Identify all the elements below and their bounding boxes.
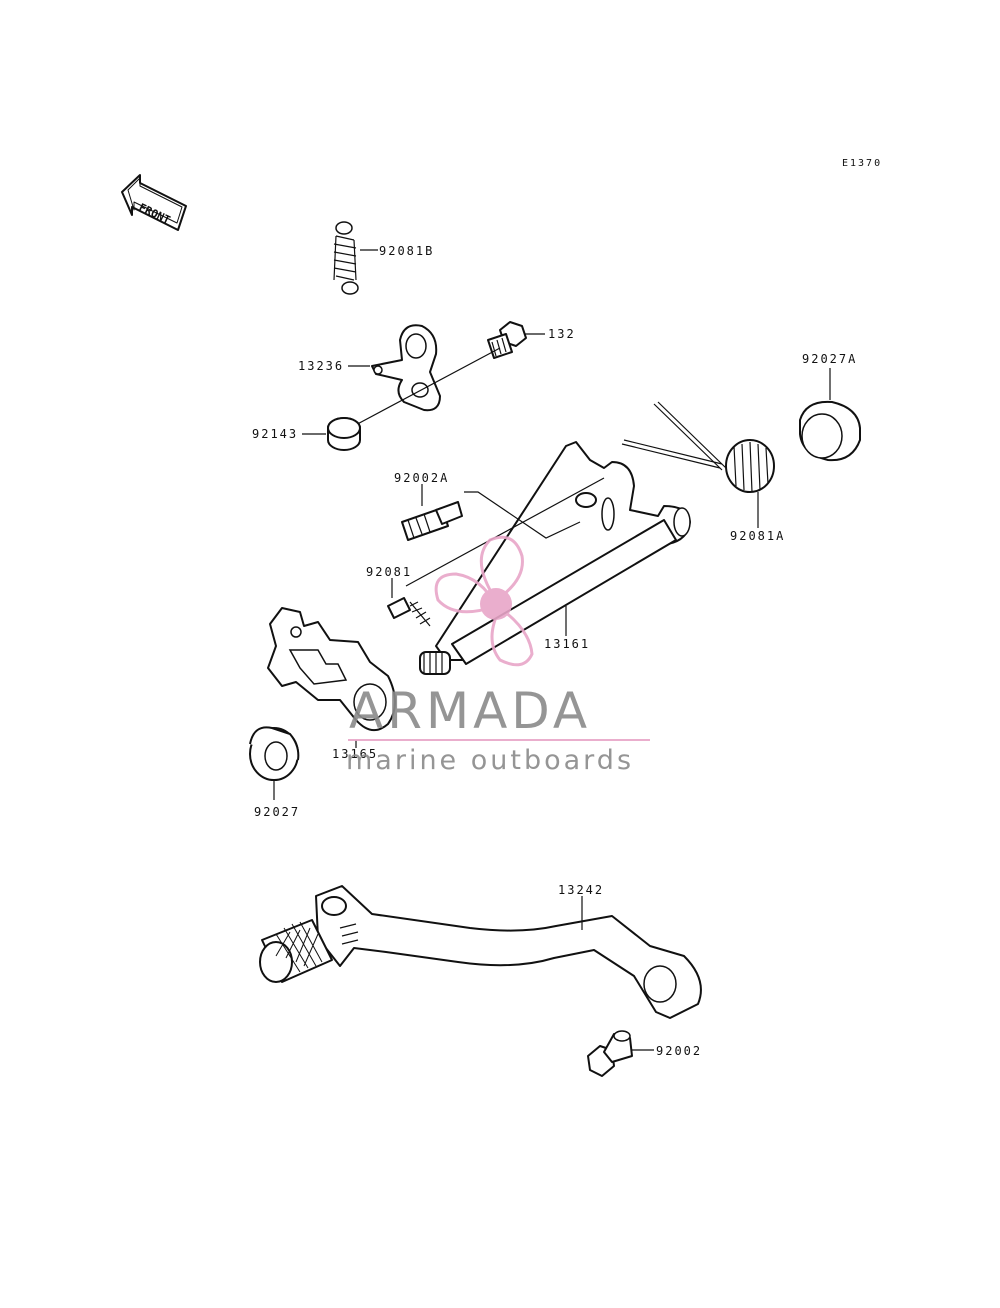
shift-pedal-13242 [259, 885, 702, 1019]
part-label-92143: 92143 [252, 427, 298, 441]
part-label-92002: 92002 [656, 1044, 702, 1058]
watermark-subtitle: marine outboards [346, 745, 634, 776]
part-label-132: 132 [548, 327, 576, 341]
part-label-92002a: 92002A [394, 471, 449, 485]
part-label-13236: 13236 [298, 359, 344, 373]
part-label-92027a: 92027A [802, 352, 857, 366]
pin-spring-92081 [387, 597, 431, 627]
part-label-92027: 92027 [254, 805, 300, 819]
diagram-code: E1370 [842, 158, 882, 169]
spring-92081b [333, 221, 359, 295]
bolt-92002a [401, 501, 463, 541]
collar-92027a [799, 400, 861, 462]
part-label-92081: 92081 [366, 565, 412, 579]
plate-13165 [267, 607, 396, 731]
part-label-92081a: 92081A [730, 529, 785, 543]
watermark-title: ARMADA [349, 682, 591, 740]
part-label-13161: 13161 [544, 637, 590, 651]
part-label-13242: 13242 [558, 883, 604, 897]
part-label-13165: 13165 [332, 747, 378, 761]
washer-92027 [249, 726, 300, 781]
collar-92143 [327, 417, 361, 451]
part-label-92081b: 92081B [379, 244, 434, 258]
spring-92081a [621, 401, 775, 493]
bolt-92002 [587, 1030, 633, 1077]
bolt-132 [487, 321, 527, 359]
front-arrow-icon: FRONT [121, 174, 187, 231]
propeller-icon [434, 535, 534, 667]
armada-logo: ARMADA marine outboards [346, 535, 650, 776]
